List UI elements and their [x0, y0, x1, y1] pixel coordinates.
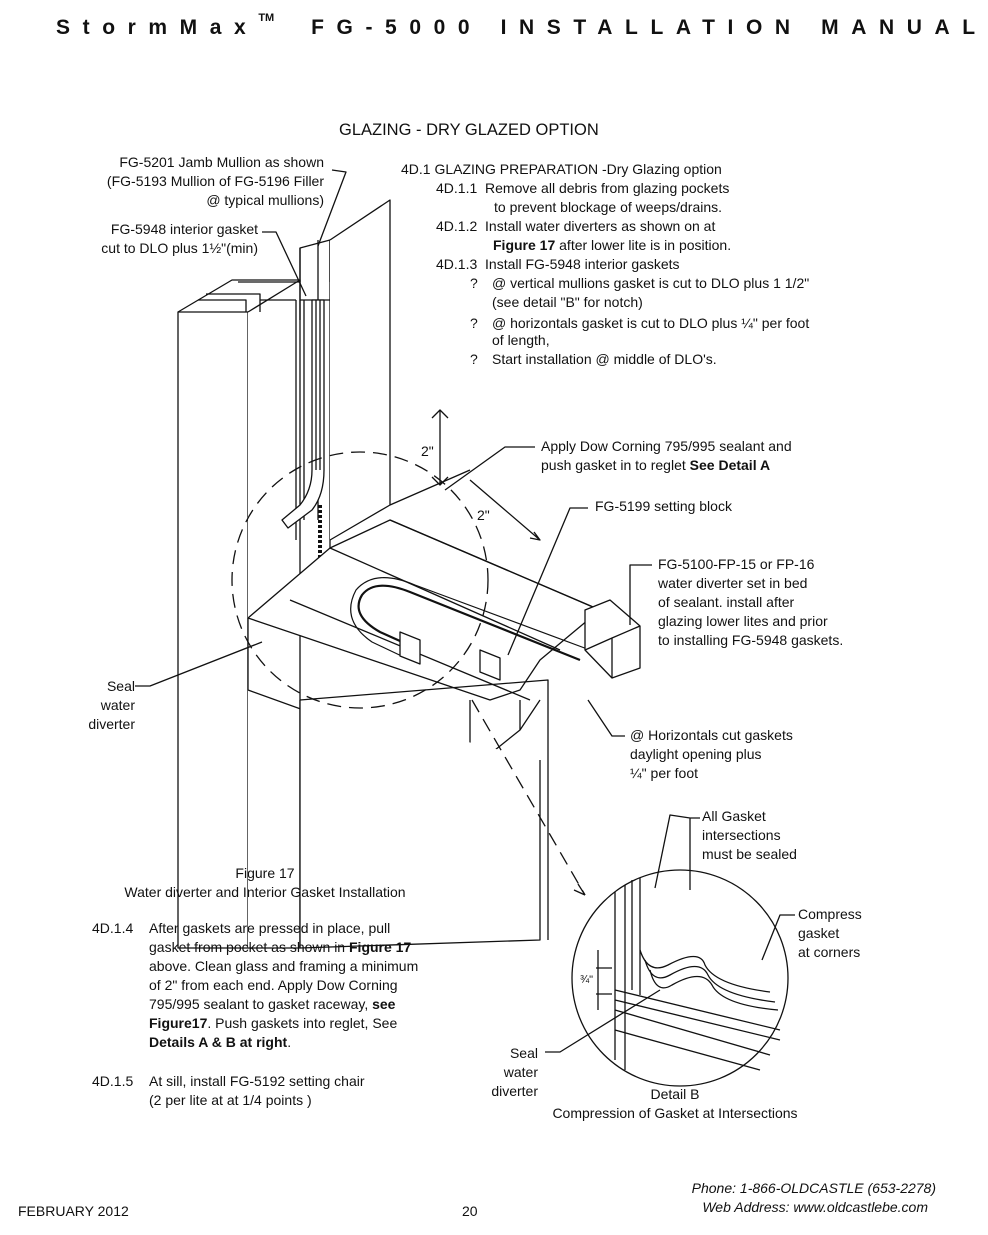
- seal-diverter-b-callout: Seal water diverter: [491, 1045, 538, 1099]
- upper-glass-lite: [329, 199, 391, 541]
- water-diverter: [357, 584, 581, 662]
- leader-sealant: [444, 446, 535, 491]
- gasket-intersections-callout: All Gasket intersections must be sealed: [702, 808, 797, 862]
- horizontals-callout: @ Horizontals cut gaskets daylight openi…: [630, 727, 793, 781]
- step-4d11-cont: to prevent blockage of weeps/drains.: [494, 199, 723, 215]
- footer-phone: Phone: 1-866-OLDCASTLE (653-2278): [691, 1180, 936, 1196]
- bullet-start-installation: ?Start installation @ middle of DLO's.: [470, 351, 717, 367]
- sill-frame: [247, 519, 601, 701]
- step-4d13: 4D.1.3 Install FG-5948 interior gaskets: [436, 256, 680, 272]
- installation-drawing: [135, 169, 795, 1087]
- leader-setting-block: [507, 507, 588, 656]
- jamb-mullion-callout: FG-5201 Jamb Mullion as shown (FG-5193 M…: [106, 154, 324, 208]
- compress-gasket-callout: Compress gasket at corners: [798, 906, 862, 960]
- dimension-2in-vertical: 2": [421, 443, 434, 459]
- detail-b-caption: Detail B Compression of Gasket at Inters…: [552, 1086, 798, 1121]
- section-title: GLAZING - DRY GLAZED OPTION: [339, 121, 599, 139]
- dimension-2in-horizontal: 2": [477, 507, 490, 523]
- leader-compress: [761, 914, 795, 961]
- bullet-horizontals: ?@ horizontals gasket is cut to DLO plus…: [470, 315, 810, 331]
- bullet-vertical-mullions-cont: (see detail "B" for notch): [492, 294, 643, 310]
- setting-block-callout: FG-5199 setting block: [595, 498, 732, 514]
- step-4d11: 4D.1.1 Remove all debris from glazing po…: [436, 180, 730, 196]
- manual-header: StormMaxTM FG-5000 INSTALLATION MANUAL: [56, 12, 988, 40]
- sealant-callout: Apply Dow Corning 795/995 sealant and pu…: [541, 438, 792, 473]
- bullet-vertical-mullions: ?@ vertical mullions gasket is cut to DL…: [470, 275, 810, 291]
- vertical-gasket: [281, 299, 325, 529]
- leader-gasket: [262, 231, 307, 297]
- leader-horizontals: [587, 699, 625, 737]
- detail-a-circle: [231, 451, 489, 709]
- water-diverter-callout: FG-5100-FP-15 or FP-16 water diverter se…: [658, 556, 844, 648]
- lower-glass-lite: [299, 700, 541, 949]
- step-4d15-number: 4D.1.5: [92, 1073, 134, 1089]
- leader-diverter: [629, 564, 652, 625]
- mullion-front-face: [177, 311, 249, 949]
- step-4d14-text: After gaskets are pressed in place, pull…: [149, 920, 419, 1050]
- leader-all-gasket: [654, 814, 700, 890]
- leader-jamb: [317, 169, 347, 247]
- footer-date: FEBRUARY 2012: [18, 1203, 129, 1219]
- step-4d14-number: 4D.1.4: [92, 920, 134, 936]
- interior-gasket-callout: FG-5948 interior gasket cut to DLO plus …: [101, 221, 258, 256]
- detail-b-circle: [571, 869, 789, 1087]
- bullet-horizontals-cont: of length,: [492, 332, 550, 348]
- brand-name: StormMax: [56, 16, 259, 39]
- leader-seal: [135, 641, 263, 687]
- seal-diverter-callout: Seal water diverter: [88, 678, 135, 732]
- leader-seal-b: [545, 989, 661, 1053]
- footer-web: Web Address: www.oldcastlebe.com: [702, 1199, 928, 1215]
- manual-title: FG-5000 INSTALLATION MANUAL: [311, 16, 988, 39]
- trademark: TM: [258, 12, 275, 24]
- step-4d12: 4D.1.2 Install water diverters as shown …: [436, 218, 716, 234]
- figure-17-caption: Figure 17 Water diverter and Interior Ga…: [124, 865, 406, 900]
- step-4d15-text: At sill, install FG-5192 setting chair (…: [149, 1073, 365, 1108]
- step-4d12-cont: Figure 17 after lower lite is in positio…: [493, 237, 732, 253]
- page-number: 20: [462, 1203, 478, 1219]
- step-4d1: 4D.1 GLAZING PREPARATION -Dry Glazing op…: [401, 161, 722, 177]
- dimension-three-quarter: ¾": [580, 974, 594, 986]
